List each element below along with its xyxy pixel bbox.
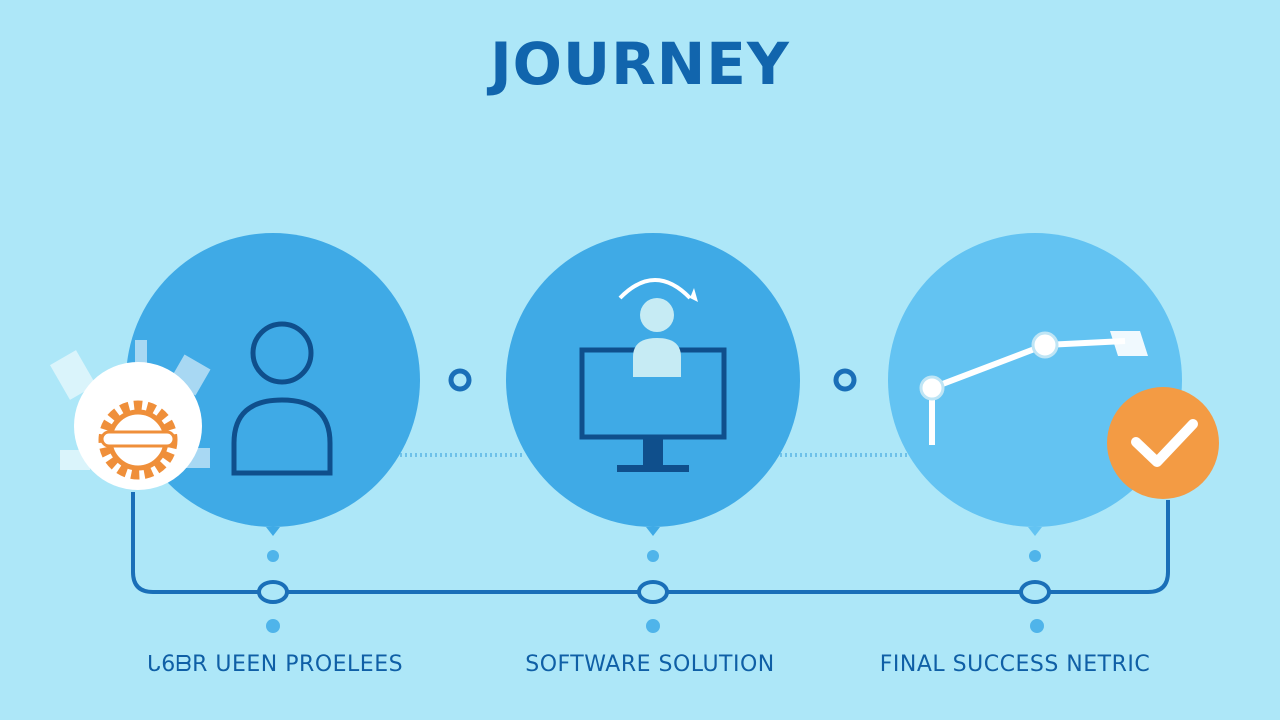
checkmark-icon	[1107, 387, 1219, 499]
growth-chart-icon	[919, 331, 1148, 445]
stage-2-label: SOFTWARE SOLUTION	[525, 652, 775, 677]
gear-icon	[50, 340, 211, 490]
stage-1-label: ᒐ6ᗷR UEEN PROELEES	[146, 652, 404, 677]
connector-ring-1	[448, 368, 472, 392]
user-icon	[231, 321, 333, 476]
computer-user-icon	[579, 278, 727, 472]
diagram-title: JOURNEY	[490, 30, 790, 98]
timeline-node-2	[637, 550, 669, 633]
stage-3-label: FINAL SUCCESS NETRIC	[879, 652, 1151, 677]
timeline-node-1	[257, 550, 289, 633]
timeline	[131, 492, 1170, 633]
timeline-node-3	[1019, 550, 1051, 633]
stage-2-node	[506, 233, 800, 536]
connector-ring-2	[833, 368, 857, 392]
